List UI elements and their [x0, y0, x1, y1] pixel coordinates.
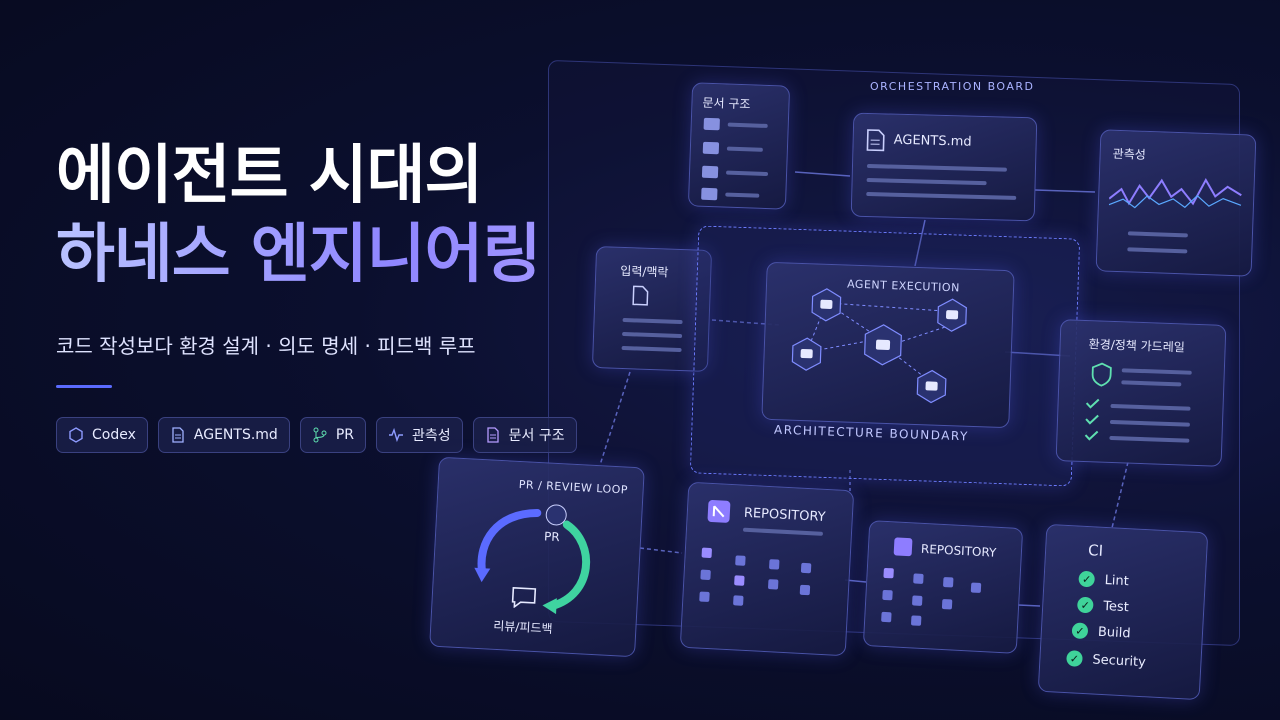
- accent-divider: [56, 385, 112, 388]
- orchestration-board-label: ORCHESTRATION BOARD: [870, 80, 1035, 93]
- file-icon: [632, 285, 649, 306]
- codex-icon: [69, 427, 83, 443]
- check-icon: ✓: [1076, 596, 1094, 614]
- shield-icon: [1091, 362, 1112, 387]
- docs-panel: 문서 구조: [687, 82, 791, 210]
- pr-icon: [545, 504, 567, 526]
- check-icon: ✓: [1066, 650, 1083, 667]
- pr-review-loop-title: PR / REVIEW LOOP: [518, 477, 629, 497]
- checklist-icon: [1084, 398, 1100, 441]
- tag-observability: 관측성: [375, 417, 463, 453]
- repository-1-title: REPOSITORY: [743, 505, 826, 525]
- pr-label: PR: [543, 529, 561, 545]
- docs-panel-title: 문서 구조: [702, 95, 751, 112]
- document-icon: [172, 427, 184, 443]
- agents-md-title: AGENTS.md: [893, 132, 972, 150]
- agent-network: [791, 288, 967, 404]
- ci-title: CI: [1087, 541, 1104, 560]
- comment-icon: [511, 586, 537, 609]
- input-context-panel: 입력/맥락: [591, 246, 713, 372]
- check-icon: ✓: [1078, 570, 1096, 588]
- repository-panel-1: REPOSITORY: [679, 481, 855, 657]
- doc-structure-icon: [486, 427, 499, 443]
- cycle-arrows-icon: [474, 508, 591, 615]
- guardrail-title: 환경/정책 가드레일: [1088, 337, 1186, 355]
- observability-title: 관측성: [1112, 146, 1147, 162]
- pr-review-loop-panel: PR / REVIEW LOOP PR 리뷰/피드백: [429, 456, 645, 658]
- tag-list: Codex AGENTS.md PR 관측성 문서 구조: [56, 417, 577, 453]
- ci-check-build: ✓Build: [1071, 622, 1131, 641]
- tag-pr: PR: [299, 417, 366, 453]
- metrics-chart-icon: [1108, 177, 1242, 209]
- repository-2-title: REPOSITORY: [920, 541, 997, 560]
- tag-doc-structure: 문서 구조: [472, 417, 577, 453]
- title-line-1: 에이전트 시대의: [56, 139, 483, 213]
- observability-panel: 관측성: [1095, 129, 1257, 277]
- repository-panel-2: REPOSITORY: [862, 520, 1024, 654]
- branch-icon: [313, 427, 327, 443]
- title-line-2: 하네스 엔지니어링: [56, 214, 616, 296]
- review-label: 리뷰/피드백: [492, 618, 553, 636]
- git-icon: [893, 537, 913, 557]
- document-icon: [866, 129, 885, 152]
- git-icon: [707, 500, 731, 523]
- hero: 에이전트 시대의 하네스 엔지니어링 코드 작성보다 환경 설계 · 의도 명세…: [56, 138, 616, 388]
- ci-check-test: ✓Test: [1076, 596, 1129, 616]
- agents-md-panel: AGENTS.md: [850, 112, 1038, 222]
- ci-check-lint: ✓Lint: [1078, 570, 1129, 590]
- folder-icon: [701, 117, 769, 201]
- ci-check-security: ✓Security: [1066, 650, 1146, 670]
- check-icon: ✓: [1071, 622, 1089, 640]
- pulse-icon: [388, 427, 403, 443]
- agent-execution-panel: AGENT EXECUTION: [761, 261, 1015, 429]
- input-context-title: 입력/맥락: [620, 263, 669, 280]
- tag-agents-md: AGENTS.md: [157, 417, 290, 453]
- guardrail-panel: 환경/정책 가드레일: [1055, 319, 1227, 467]
- tag-codex: Codex: [56, 417, 148, 453]
- ci-panel: CI ✓Lint ✓Test ✓Build ✓Security: [1037, 523, 1209, 701]
- subtitle: 코드 작성보다 환경 설계 · 의도 명세 · 피드백 루프: [56, 334, 476, 358]
